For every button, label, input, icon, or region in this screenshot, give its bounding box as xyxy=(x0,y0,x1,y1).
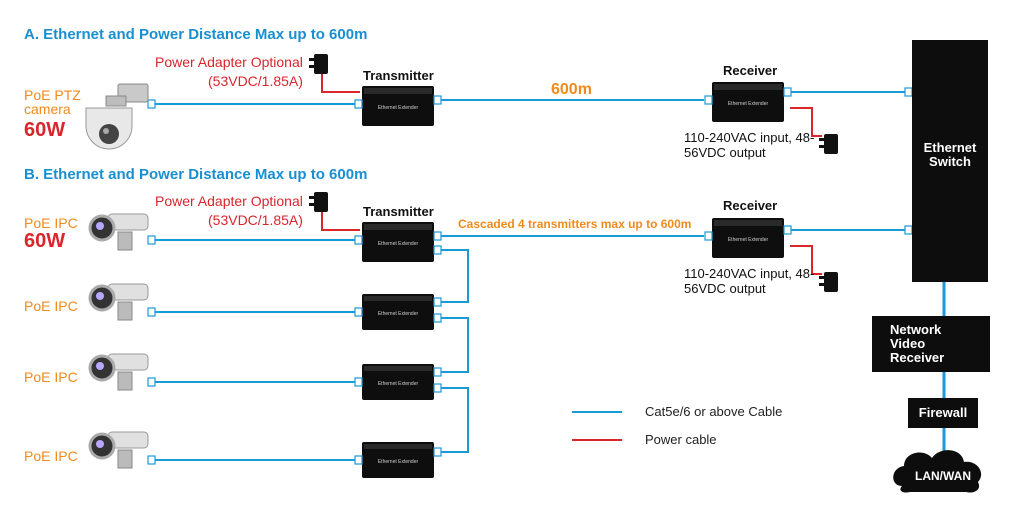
legend-power-label: Power cable xyxy=(645,432,717,447)
receiver-a-label: Receiver xyxy=(723,63,778,78)
power-cable-a-rx xyxy=(790,107,822,137)
device-plate-tx-a: Ethernet Extender xyxy=(378,105,419,111)
camera-b3-label: PoE IPC xyxy=(24,369,78,385)
receiver-a-power-spec: 110-240VAC input, 48-56VDC output xyxy=(684,130,815,160)
adapter-a-tx-icon xyxy=(309,54,328,74)
camera-a-label: PoE PTZ camera xyxy=(24,87,81,117)
cascade-link-1 xyxy=(440,249,469,303)
adapter-b-rx-icon xyxy=(819,272,838,292)
transmitter-b-label: Transmitter xyxy=(363,204,434,219)
device-tx-b3: Ethernet Extender xyxy=(362,364,434,400)
section-a-title: A. Ethernet and Power Distance Max up to… xyxy=(24,26,368,43)
camera-b1-power: 60W xyxy=(24,230,66,252)
receiver-b-label: Receiver xyxy=(723,198,778,213)
camera-b2-label: PoE IPC xyxy=(24,298,78,314)
device-tx-b2: Ethernet Extender xyxy=(362,294,434,330)
device-rx-a: Ethernet Extender xyxy=(712,82,784,122)
bullet-camera-1-icon xyxy=(88,213,149,251)
bullet-camera-4-icon xyxy=(88,431,149,469)
power-cable-a-tx xyxy=(321,74,360,93)
device-plate-tx-b4: Ethernet Extender xyxy=(378,459,419,465)
nvr-label: Network Video Receiver xyxy=(890,322,945,365)
device-plate-tx-b1: Ethernet Extender xyxy=(378,241,419,247)
legend-cat-label: Cat5e/6 or above Cable xyxy=(645,404,783,419)
data-cables xyxy=(155,91,946,461)
section-b-title: B. Ethernet and Power Distance Max up to… xyxy=(24,166,368,183)
ptz-camera-icon xyxy=(85,83,149,150)
device-tx-b4: Ethernet Extender xyxy=(362,442,434,478)
cascade-note: Cascaded 4 transmitters max up to 600m xyxy=(458,217,692,231)
switch-label: Ethernet Switch xyxy=(923,140,977,169)
firewall-label: Firewall xyxy=(918,405,968,420)
adapter-b-title: Power Adapter Optional xyxy=(155,193,303,209)
power-adapters xyxy=(309,54,838,292)
adapter-a-rx-icon xyxy=(819,134,838,154)
device-tx-a: Ethernet Extender xyxy=(362,86,434,126)
camera-b1-label: PoE IPC xyxy=(24,215,78,231)
nvr-box xyxy=(872,316,990,372)
ports xyxy=(147,87,913,465)
distance-a-label: 600m xyxy=(551,81,592,98)
camera-b4-label: PoE IPC xyxy=(24,448,78,464)
device-plate-rx-b: Ethernet Extender xyxy=(728,237,769,243)
device-plate-rx-a: Ethernet Extender xyxy=(728,101,769,107)
device-tx-b1: Ethernet Extender xyxy=(362,222,434,262)
power-cables xyxy=(321,74,822,441)
cloud-icon xyxy=(893,450,982,493)
adapter-b-spec: (53VDC/1.85A) xyxy=(208,212,303,228)
adapter-a-spec: (53VDC/1.85A) xyxy=(208,73,303,89)
camera-a-power: 60W xyxy=(24,119,66,141)
adapter-b-tx-icon xyxy=(309,192,328,212)
device-plate-tx-b2: Ethernet Extender xyxy=(378,311,419,317)
cloud-label: LAN/WAN xyxy=(915,469,971,483)
power-cable-b-rx xyxy=(790,245,822,275)
device-rx-b: Ethernet Extender xyxy=(712,218,784,258)
cascade-link-2 xyxy=(440,317,469,373)
device-plate-tx-b3: Ethernet Extender xyxy=(378,381,419,387)
firewall-box xyxy=(908,398,978,428)
cascade-link-3 xyxy=(440,387,469,453)
bullet-camera-2-icon xyxy=(88,283,149,321)
ethernet-switch-box xyxy=(912,40,988,282)
power-cable-b-tx xyxy=(321,212,360,231)
bullet-camera-3-icon xyxy=(88,353,149,391)
transmitter-a-label: Transmitter xyxy=(363,68,434,83)
adapter-a-title: Power Adapter Optional xyxy=(155,54,303,70)
receiver-b-power-spec: 110-240VAC input, 48-56VDC output xyxy=(684,266,815,296)
